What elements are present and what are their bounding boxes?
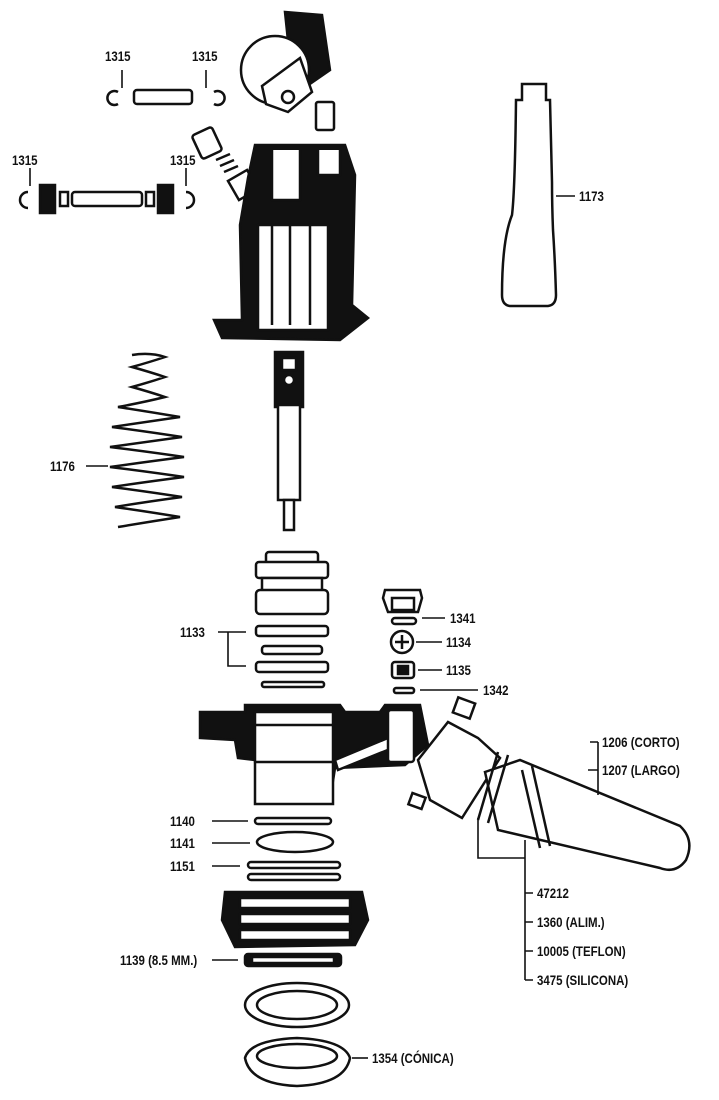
label-1133: 1133	[180, 624, 205, 640]
piston-seals	[254, 624, 330, 689]
label-1151: 1151	[170, 858, 195, 874]
label-1141: 1141	[170, 835, 195, 851]
oring-1151-b	[246, 872, 342, 882]
hose-barb	[476, 751, 691, 871]
oring-1342	[392, 686, 416, 695]
label-1173: 1173	[579, 188, 604, 204]
oring-1140	[253, 816, 333, 826]
bottom-housing	[220, 890, 370, 949]
probe-stem	[273, 350, 305, 532]
cam-lever	[239, 10, 332, 114]
pin-set-upper	[106, 88, 226, 107]
label-1315-b: 1315	[192, 48, 218, 64]
label-1315-d: 1315	[170, 152, 196, 168]
label-1207: 1207 (LARGO)	[602, 762, 680, 778]
label-1354: 1354 (CÓNICA)	[372, 1050, 454, 1066]
label-1315-c: 1315	[12, 152, 38, 168]
check-ball	[389, 629, 415, 655]
oring-1151-a	[246, 860, 342, 870]
label-1315-a: 1315	[105, 48, 131, 64]
label-1176: 1176	[50, 458, 75, 474]
side-inlet	[406, 695, 502, 820]
label-1135: 1135	[446, 662, 471, 678]
label-1341: 1341	[450, 610, 476, 626]
main-spring	[109, 352, 185, 529]
label-1139: 1139 (8.5 MM.)	[120, 952, 198, 968]
label-1360: 1360 (ALIM.)	[537, 914, 605, 930]
label-47212: 47212	[537, 885, 569, 901]
label-1140: 1140	[170, 813, 195, 829]
label-1342: 1342	[483, 682, 509, 698]
pin-set-lower	[18, 183, 196, 215]
label-3475: 3475 (SILICONA)	[537, 972, 629, 988]
oring-1341	[390, 616, 418, 626]
snap-ring-1141	[255, 830, 335, 854]
check-valve-body	[390, 660, 416, 680]
label-10005: 10005 (TEFLON)	[537, 943, 626, 959]
coupler-upper-body	[212, 143, 371, 342]
handle-sleeve	[500, 82, 558, 308]
label-1134: 1134	[446, 634, 471, 650]
check-valve-cap	[381, 588, 424, 614]
washer-conical	[243, 1036, 352, 1088]
roller-pin	[314, 100, 336, 132]
coupler-main-body	[198, 703, 430, 806]
label-1206: 1206 (CORTO)	[602, 734, 680, 750]
piston	[254, 550, 330, 616]
